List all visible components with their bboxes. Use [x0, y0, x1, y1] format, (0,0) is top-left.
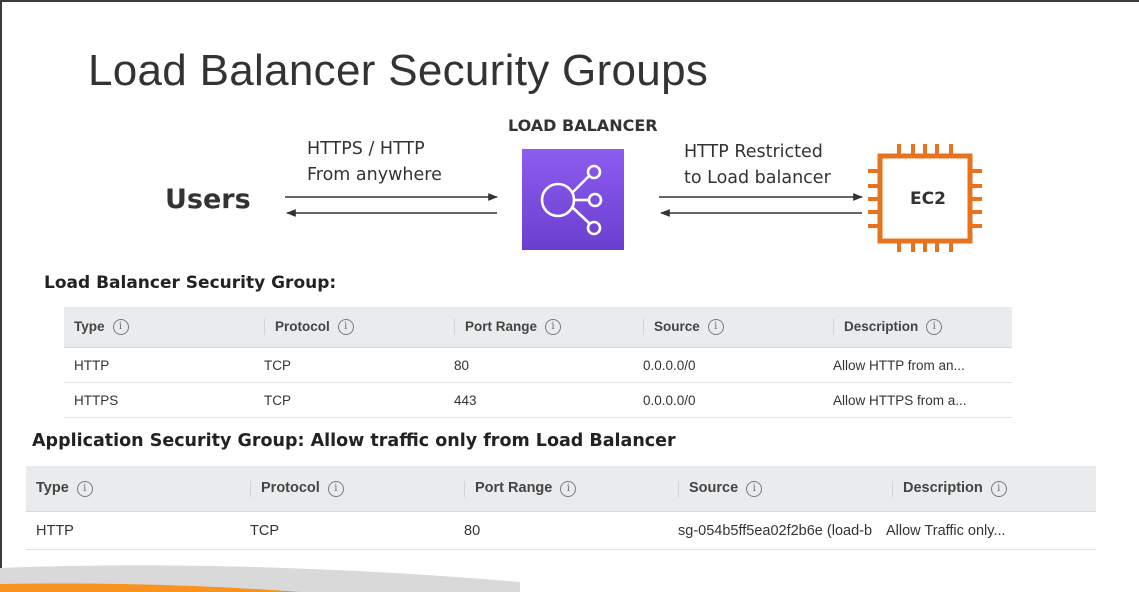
- load-balancer-label: LOAD BALANCER: [508, 116, 658, 135]
- column-header-label: Protocol: [275, 318, 330, 334]
- info-icon[interactable]: i: [76, 480, 93, 497]
- info-icon[interactable]: i: [327, 480, 344, 497]
- cell-description: Allow Traffic only...: [882, 511, 1096, 550]
- cell-type: HTTP: [26, 511, 240, 550]
- column-header-label: Type: [74, 318, 105, 334]
- column-header-label: Description: [903, 480, 983, 497]
- cell-protocol: TCP: [254, 382, 444, 418]
- cell-type: HTTP: [64, 347, 254, 383]
- info-icon[interactable]: i: [545, 319, 562, 336]
- right-edge-label: HTTP Restricted to Load balancer: [684, 139, 831, 191]
- cell-protocol: TCP: [254, 347, 444, 383]
- column-header-label: Source: [689, 480, 739, 497]
- cell-port-range: 80: [444, 347, 633, 383]
- column-header-port-range: Port Range i: [454, 466, 668, 512]
- ec2-label: EC2: [910, 189, 946, 209]
- slide-left-border: [0, 0, 2, 592]
- table-row: HTTP TCP 80 0.0.0.0/0 Allow HTTP from an…: [64, 347, 1012, 383]
- cell-source: sg-054b5ff5ea02f2b6e (load-b: [668, 511, 882, 550]
- right-edge-label-line2: to Load balancer: [684, 168, 831, 188]
- column-header-protocol: Protocol i: [254, 307, 444, 348]
- app-security-group-heading: Application Security Group: Allow traffi…: [32, 431, 676, 451]
- info-icon[interactable]: i: [707, 319, 724, 336]
- column-header-label: Port Range: [475, 480, 553, 497]
- left-edge-label-line1: HTTPS / HTTP: [307, 139, 425, 159]
- table-row: HTTPS TCP 443 0.0.0.0/0 Allow HTTPS from…: [64, 382, 1012, 418]
- info-icon[interactable]: i: [112, 319, 129, 336]
- cell-port-range: 80: [454, 511, 668, 550]
- left-edge-label-line2: From anywhere: [307, 165, 442, 185]
- lb-security-group-heading: Load Balancer Security Group:: [44, 273, 337, 293]
- table-row: HTTP TCP 80 sg-054b5ff5ea02f2b6e (load-b…: [26, 511, 1096, 550]
- decorative-swoosh: [0, 565, 520, 592]
- info-icon[interactable]: i: [337, 319, 354, 336]
- cell-source: 0.0.0.0/0: [633, 382, 823, 418]
- slide-top-border: [0, 0, 1139, 2]
- users-label: Users: [165, 184, 251, 215]
- column-header-label: Port Range: [465, 318, 538, 334]
- column-divider: [264, 319, 265, 336]
- column-divider: [833, 319, 834, 336]
- column-header-label: Description: [844, 318, 919, 334]
- column-divider: [892, 480, 893, 497]
- cell-protocol: TCP: [240, 511, 454, 550]
- column-divider: [643, 319, 644, 336]
- column-header-protocol: Protocol i: [240, 466, 454, 512]
- column-divider: [454, 319, 455, 336]
- info-icon[interactable]: i: [560, 480, 577, 497]
- slide-title: Load Balancer Security Groups: [88, 46, 709, 95]
- left-edge-label: HTTPS / HTTP From anywhere: [307, 136, 442, 188]
- column-header-description: Description i: [823, 307, 1012, 348]
- load-balancer-icon: [522, 149, 624, 250]
- info-icon[interactable]: i: [926, 319, 943, 336]
- column-divider: [678, 480, 679, 497]
- cell-description: Allow HTTPS from a...: [823, 382, 1012, 418]
- column-divider: [464, 480, 465, 497]
- cell-description: Allow HTTP from an...: [823, 347, 1012, 383]
- info-icon[interactable]: i: [746, 480, 763, 497]
- ec2-chip-icon: [862, 141, 986, 255]
- column-header-label: Source: [654, 318, 700, 334]
- cell-port-range: 443: [444, 382, 633, 418]
- column-header-description: Description i: [882, 466, 1096, 512]
- column-header-port-range: Port Range i: [444, 307, 633, 348]
- cell-source: 0.0.0.0/0: [633, 347, 823, 383]
- column-header-label: Type: [36, 480, 69, 497]
- info-icon[interactable]: i: [990, 480, 1007, 497]
- column-divider: [250, 480, 251, 497]
- column-header-label: Protocol: [261, 480, 320, 497]
- right-edge-label-line1: HTTP Restricted: [684, 142, 823, 162]
- cell-type: HTTPS: [64, 382, 254, 418]
